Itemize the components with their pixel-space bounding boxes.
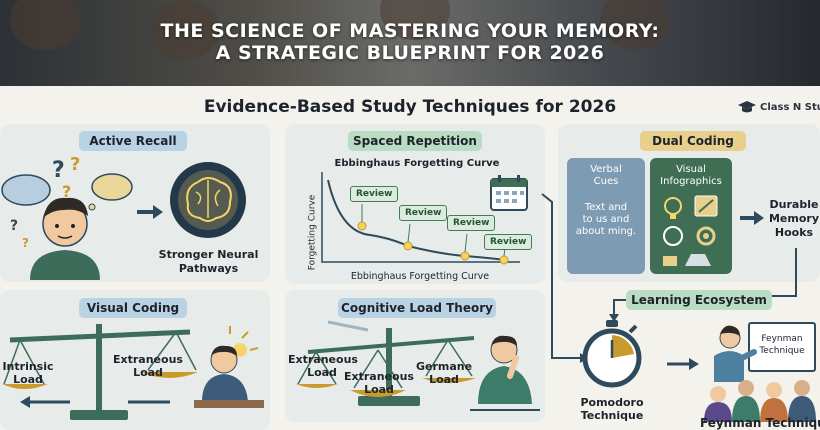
feynman-whiteboard bbox=[748, 322, 816, 372]
visual-infographics-title-line1: Visual bbox=[676, 164, 706, 175]
spaced-repetition-title: Spaced Repetition bbox=[348, 131, 482, 151]
svg-text:?: ? bbox=[22, 236, 29, 250]
durable-memory-line2: Memory bbox=[768, 212, 820, 225]
review-badge: Review bbox=[350, 186, 399, 202]
forgetting-curve-y-axis-label: Forgetting Curve bbox=[307, 194, 318, 271]
active-recall-caption-line1: Stronger Neural bbox=[158, 248, 259, 261]
visual-coding-title: Visual Coding bbox=[79, 298, 187, 318]
svg-text:?: ? bbox=[10, 218, 18, 234]
page-subtitle: Evidence-Based Study Techniques for 2026 bbox=[203, 97, 617, 117]
svg-text:?: ? bbox=[70, 154, 80, 175]
cognitive-extraneous-load-line2: Load bbox=[307, 366, 337, 379]
cognitive-extraneous-load-2-line2: Load bbox=[364, 383, 394, 396]
glowing-brain-icon bbox=[170, 162, 246, 238]
cognitive-load-scale-illustration bbox=[296, 320, 476, 406]
dual-coding-title: Dual Coding bbox=[640, 131, 746, 151]
graduation-cap-icon bbox=[738, 101, 756, 113]
banner-person-silhouette bbox=[600, 0, 670, 50]
feynman-board-line1: Feynman bbox=[761, 334, 803, 344]
visual-infographics-title-line2: Infographics bbox=[660, 176, 722, 187]
review-badge: Review bbox=[447, 215, 496, 231]
cognitive-extraneous-load-2-line1: Extraneous bbox=[344, 370, 414, 383]
banner-title-line1: THE SCIENCE OF MASTERING YOUR MEMORY: bbox=[160, 20, 660, 42]
cognitive-extraneous-load-line1: Extraneous bbox=[288, 353, 358, 366]
visual-coding-extraneous-load-line1: Extraneous bbox=[113, 353, 183, 366]
active-recall-title: Active Recall bbox=[79, 131, 187, 151]
header-banner: THE SCIENCE OF MASTERING YOUR MEMORY: A … bbox=[0, 0, 820, 86]
stopwatch-icon bbox=[582, 320, 642, 388]
arrow-right-icon bbox=[740, 211, 764, 225]
infographic-icons bbox=[663, 195, 718, 266]
arrow-right-icon bbox=[667, 358, 699, 370]
germane-load-line2: Load bbox=[429, 373, 459, 386]
verbal-cues-text-line2: to us and bbox=[582, 214, 630, 225]
thinking-student-illustration: ? ? ? ? ? bbox=[1, 154, 133, 280]
review-badge: Review bbox=[484, 234, 533, 250]
verbal-cues-title-line1: Verbal bbox=[590, 164, 622, 175]
teacher-with-students-illustration bbox=[704, 325, 816, 422]
calendar-icon bbox=[490, 175, 528, 211]
verbal-cues-title-line2: Cues bbox=[593, 176, 619, 187]
visual-coding-extraneous-load-line2: Load bbox=[133, 366, 163, 379]
verbal-cues-text-line1: Text and bbox=[584, 202, 628, 213]
intrinsic-load-line2: Load bbox=[13, 373, 43, 386]
intrinsic-load-line1: Intrinsic bbox=[2, 360, 54, 373]
feynman-board-line2: Technique bbox=[759, 346, 805, 356]
banner-person-silhouette bbox=[150, 0, 220, 60]
learning-ecosystem-label: Learning Ecosystem bbox=[626, 290, 772, 310]
brand-logo: Class N Stu bbox=[737, 100, 820, 114]
pomodoro-line2: Technique bbox=[580, 409, 644, 422]
thinking-student-illustration bbox=[470, 335, 540, 411]
review-badge: Review bbox=[399, 205, 448, 221]
verbal-cues-card bbox=[567, 158, 645, 274]
balance-scale-illustration bbox=[2, 324, 198, 420]
cognitive-load-title: Cognitive Load Theory bbox=[338, 298, 496, 318]
verbal-cues-text-line3: about ming. bbox=[575, 226, 637, 237]
arrow-right-icon bbox=[137, 205, 163, 219]
forgetting-curve-chart bbox=[321, 172, 520, 265]
banner-person-silhouette bbox=[10, 0, 80, 50]
active-recall-caption-line2: Pathways bbox=[178, 262, 239, 275]
banner-title-line2: A STRATEGIC BLUEPRINT FOR 2026 bbox=[215, 42, 605, 64]
svg-text:?: ? bbox=[52, 158, 65, 183]
feynman-technique-label: Feynman Technique bbox=[700, 416, 820, 430]
durable-memory-line1: Durable bbox=[769, 198, 819, 211]
germane-load-line1: Germane bbox=[415, 360, 473, 373]
durable-memory-line3: Hooks bbox=[774, 226, 814, 239]
student-at-desk-illustration bbox=[194, 326, 264, 408]
forgetting-curve-title: Ebbinghaus Forgetting Curve bbox=[334, 158, 500, 169]
pomodoro-line1: Pomodoro bbox=[580, 396, 644, 409]
forgetting-curve-x-axis-label: Ebbinghaus Forgetting Curve bbox=[350, 271, 490, 282]
brand-name: Class N Stu bbox=[760, 102, 820, 113]
svg-text:?: ? bbox=[62, 182, 71, 201]
